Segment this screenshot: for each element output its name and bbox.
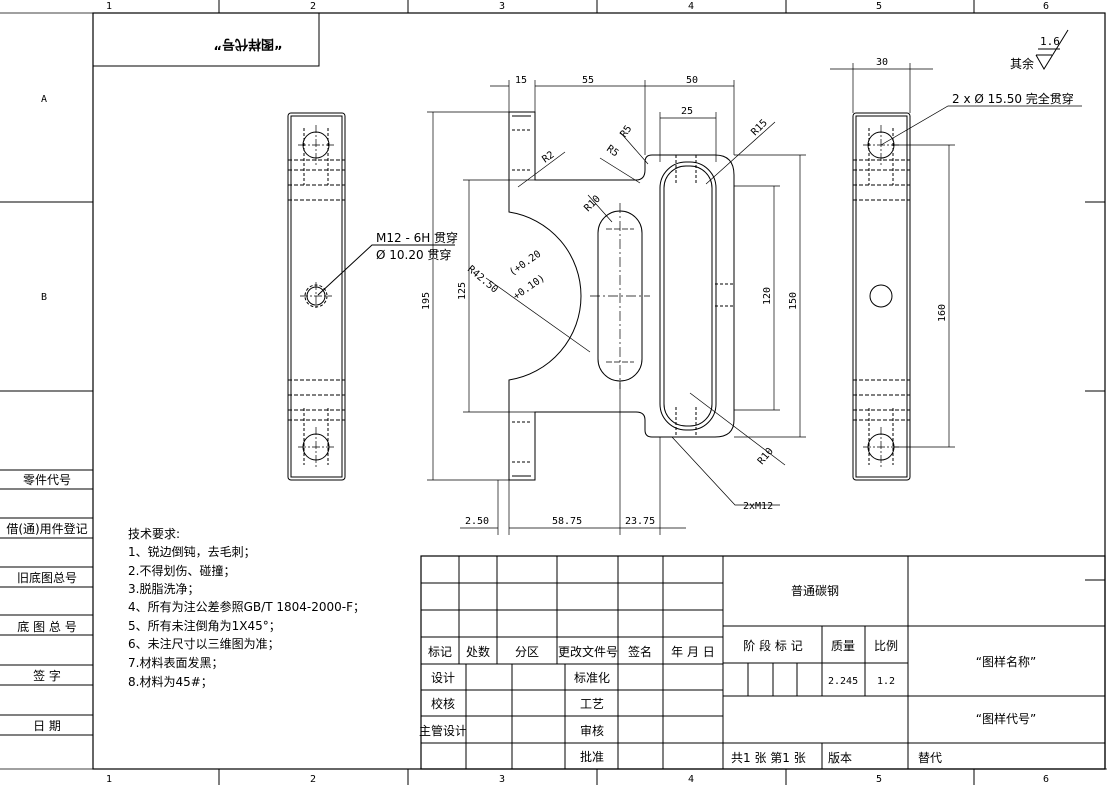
technical-requirements: 技术要求: 1、锐边倒钝，去毛刺； 2.不得划伤、碰撞； 3.脱脂洗净； 4、所… [128, 527, 365, 689]
dim-120: 120 [762, 287, 773, 305]
title-block-text: 标记 处数 分区 更改文件号 签名 年 月 日 设计 校核 主管设计 标准化 工… [419, 584, 1036, 764]
zone-top-2: 2 [310, 1, 316, 12]
roughness-label: 其余 [1010, 56, 1034, 71]
roughness-value: 1.6 [1040, 35, 1060, 48]
label-date: 日 期 [33, 719, 61, 733]
dim-r15: R15 [749, 118, 770, 139]
left-registration-column [0, 469, 93, 736]
scale-value: 1.2 [877, 676, 895, 687]
dim-r10-pocket: R10 [756, 446, 776, 467]
role-design: 设计 [431, 671, 455, 685]
left-column-labels: 零件代号 借(通)用件登记 旧底图总号 底 图 总 号 签 字 日 期 [6, 473, 87, 733]
role-standardization: 标准化 [574, 671, 610, 685]
tech-req-item-8: 8.材料为45#； [128, 675, 213, 689]
dim-150: 150 [788, 292, 799, 310]
front-view-dimension-text: 15 55 50 25 R2 R5 R5 R15 R10 R10 195 125… [421, 75, 799, 527]
rev-header-mark: 标记 [428, 645, 452, 659]
m12-callout: 2xM12 [743, 501, 773, 512]
mass-value: 2.245 [828, 676, 858, 687]
tech-req-item-2: 2.不得划伤、碰撞； [128, 563, 235, 578]
dim-r5-upper: R5 [618, 124, 634, 140]
rev-header-count: 处数 [466, 644, 490, 659]
dim-23-75: 23.75 [625, 516, 655, 527]
dim-125: 125 [457, 282, 468, 300]
version-label: 版本 [828, 751, 852, 765]
rev-header-change-doc: 更改文件号 [558, 644, 618, 659]
zone-top-1: 1 [106, 1, 112, 12]
tolerance-minus: +0.10) [511, 273, 547, 303]
label-signature: 签 字 [33, 668, 61, 683]
tech-req-item-4: 4、所有为注公差参照GB/T 1804-2000-F； [128, 599, 365, 614]
dim-50: 50 [686, 75, 698, 86]
dim-195: 195 [421, 292, 432, 310]
dim-30: 30 [876, 57, 888, 68]
tech-req-title: 技术要求: [128, 527, 180, 541]
sheet-count: 共1 张 第1 张 [731, 751, 806, 765]
zone-bottom-2: 2 [310, 774, 316, 785]
dim-160: 160 [937, 304, 948, 322]
dim-58-75: 58.75 [552, 516, 582, 527]
role-chief-design: 主管设计 [419, 723, 467, 738]
scale-label: 比例 [874, 639, 898, 653]
role-approve: 批准 [580, 749, 604, 764]
drawing-name: “图样名称” [976, 654, 1036, 669]
front-view-dimensions [427, 80, 806, 535]
dim-15: 15 [515, 75, 527, 86]
front-view-outline [508, 111, 735, 481]
label-master-number: 底 图 总 号 [17, 619, 76, 634]
dim-55: 55 [582, 75, 594, 86]
tech-req-item-7: 7.材料表面发黑； [128, 655, 223, 670]
thread-callout: M12 - 6H 贯穿 [376, 230, 458, 245]
zone-top-6: 6 [1043, 1, 1049, 12]
holes-callout: 2 x Ø 15.50 完全贯穿 [952, 91, 1074, 106]
role-review: 审核 [580, 723, 604, 738]
zone-top-3: 3 [499, 1, 505, 12]
zone-column-labels: 1 2 3 4 5 6 1 2 3 4 5 6 A B [41, 1, 1049, 785]
tech-req-item-5: 5、所有未注倒角为1X45°； [128, 618, 281, 633]
zone-bottom-6: 6 [1043, 774, 1049, 785]
zone-bottom-5: 5 [876, 774, 882, 785]
zone-row-a: A [41, 94, 47, 105]
zone-bottom-1: 1 [106, 774, 112, 785]
zone-row-b: B [41, 292, 47, 303]
rev-header-date: 年 月 日 [671, 645, 715, 659]
dim-r2: R2 [540, 150, 556, 166]
rev-header-signature: 签名 [628, 644, 652, 659]
role-process: 工艺 [580, 697, 604, 711]
dim-r5-lower: R5 [604, 143, 620, 159]
dim-2-50: 2.50 [465, 516, 489, 527]
rev-header-zone: 分区 [515, 645, 539, 659]
right-side-view [830, 63, 1082, 481]
title-block-grid [420, 555, 1106, 770]
tech-req-item-6: 6、未注尺寸以三维图为准； [128, 636, 280, 651]
replaces-label: 替代 [918, 751, 942, 765]
zone-top-5: 5 [876, 1, 882, 12]
left-side-view [287, 112, 455, 481]
thread-drill-callout: Ø 10.20 贯穿 [376, 247, 451, 262]
label-old-master-number: 旧底图总号 [17, 570, 77, 585]
surface-roughness-symbol [1035, 29, 1069, 70]
tech-req-item-1: 1、锐边倒钝，去毛刺； [128, 545, 256, 559]
label-borrowed-registration: 借(通)用件登记 [6, 521, 87, 536]
mass-label: 质量 [831, 639, 855, 653]
drawing-code: “图样代号” [976, 711, 1036, 726]
zone-bottom-4: 4 [688, 774, 694, 785]
material-name: 普通碳钢 [791, 584, 839, 598]
tech-req-item-3: 3.脱脂洗净； [128, 581, 199, 596]
mirrored-drawing-code: “图样代号” [213, 36, 282, 52]
radius-callout: R42.50 [465, 264, 500, 296]
label-part-code: 零件代号 [23, 473, 71, 487]
stage-mark-label: 阶 段 标 记 [743, 638, 802, 653]
zone-bottom-3: 3 [499, 774, 505, 785]
dim-r10-slot: R10 [582, 194, 603, 215]
dim-25: 25 [681, 106, 693, 117]
role-check: 校核 [431, 696, 455, 711]
zone-top-4: 4 [688, 1, 694, 12]
